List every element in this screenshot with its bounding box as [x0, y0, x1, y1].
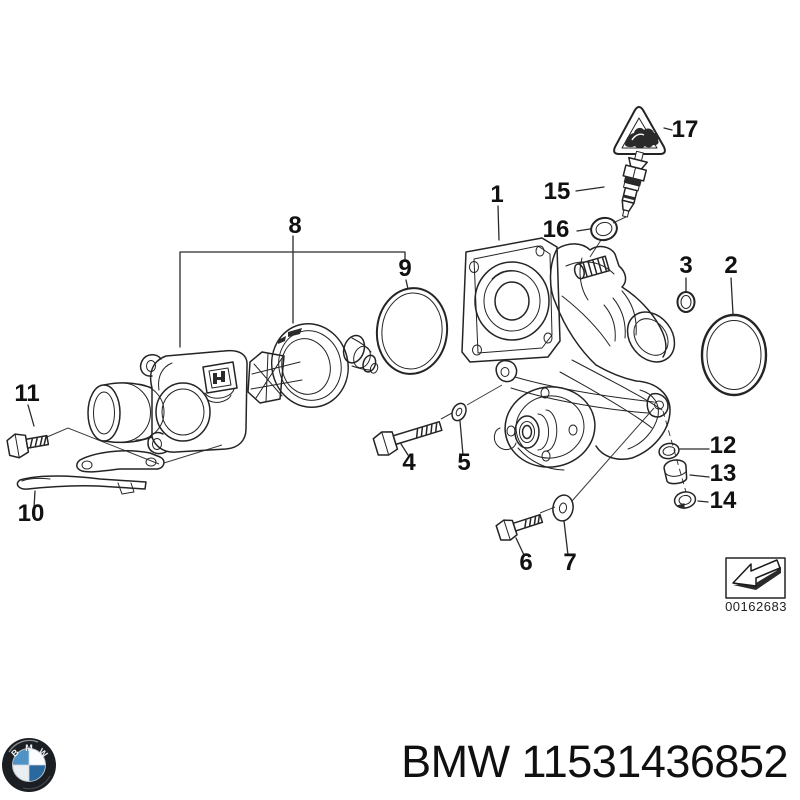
logo-quadrant-blue-br	[29, 765, 46, 782]
callout-13: 13	[710, 460, 737, 487]
washer-7	[552, 494, 574, 522]
bolt-4	[372, 420, 443, 456]
plug-cap-13	[663, 459, 688, 485]
temperature-sensor	[621, 150, 648, 218]
water-pump-housing	[461, 237, 676, 471]
drawing-number: 00162683	[725, 599, 787, 614]
logo-letter-m: M	[25, 743, 33, 753]
callout-14: 14	[710, 487, 737, 514]
logo-quadrant-white-tr	[29, 748, 46, 765]
seal-ring-12	[658, 442, 680, 460]
callout-6: 6	[519, 549, 532, 576]
callout-4: 4	[402, 449, 416, 476]
thermostat-cover	[87, 349, 248, 455]
bolt-6	[495, 513, 544, 541]
logo-quadrant-blue-tl	[12, 748, 29, 765]
sensor-seal-ring	[590, 216, 618, 242]
holder-bracket	[16, 450, 165, 495]
callout-3: 3	[679, 252, 692, 279]
callout-leader-lines	[27, 127, 734, 556]
logo-quadrant-white-bl	[12, 765, 29, 782]
callout-labels: 1 2 3 4 5 6 7 8 9 10 11 12 13 14 15 16 1…	[14, 116, 737, 576]
warning-triangle-icon	[613, 106, 666, 155]
washer-5	[451, 402, 467, 422]
logo-letter-b: B	[9, 747, 21, 759]
callout-7: 7	[563, 549, 576, 576]
callout-11: 11	[14, 380, 39, 407]
o-ring-large	[700, 313, 768, 397]
callout-16: 16	[543, 216, 570, 243]
callout-1: 1	[490, 181, 503, 208]
callout-10: 10	[18, 500, 45, 527]
callout-15: 15	[544, 178, 571, 205]
assembly-axis-lines	[46, 155, 687, 514]
callout-17: 17	[672, 116, 699, 143]
gasket-ring	[375, 287, 449, 375]
thermostat	[247, 322, 379, 409]
drawing-stamp: 00162683	[725, 557, 787, 614]
bolt-11	[6, 433, 50, 459]
callout-9: 9	[398, 255, 411, 282]
callout-12: 12	[710, 432, 737, 459]
part-number-label: BMW 11531436852	[401, 736, 788, 787]
arrow-down-left-icon	[732, 559, 781, 587]
callout-5: 5	[457, 449, 470, 476]
bmw-logo: B M W	[2, 738, 56, 792]
o-ring-small	[676, 291, 696, 313]
seal-ring-14	[673, 491, 697, 510]
callout-2: 2	[724, 252, 737, 279]
callout-8: 8	[288, 212, 301, 239]
